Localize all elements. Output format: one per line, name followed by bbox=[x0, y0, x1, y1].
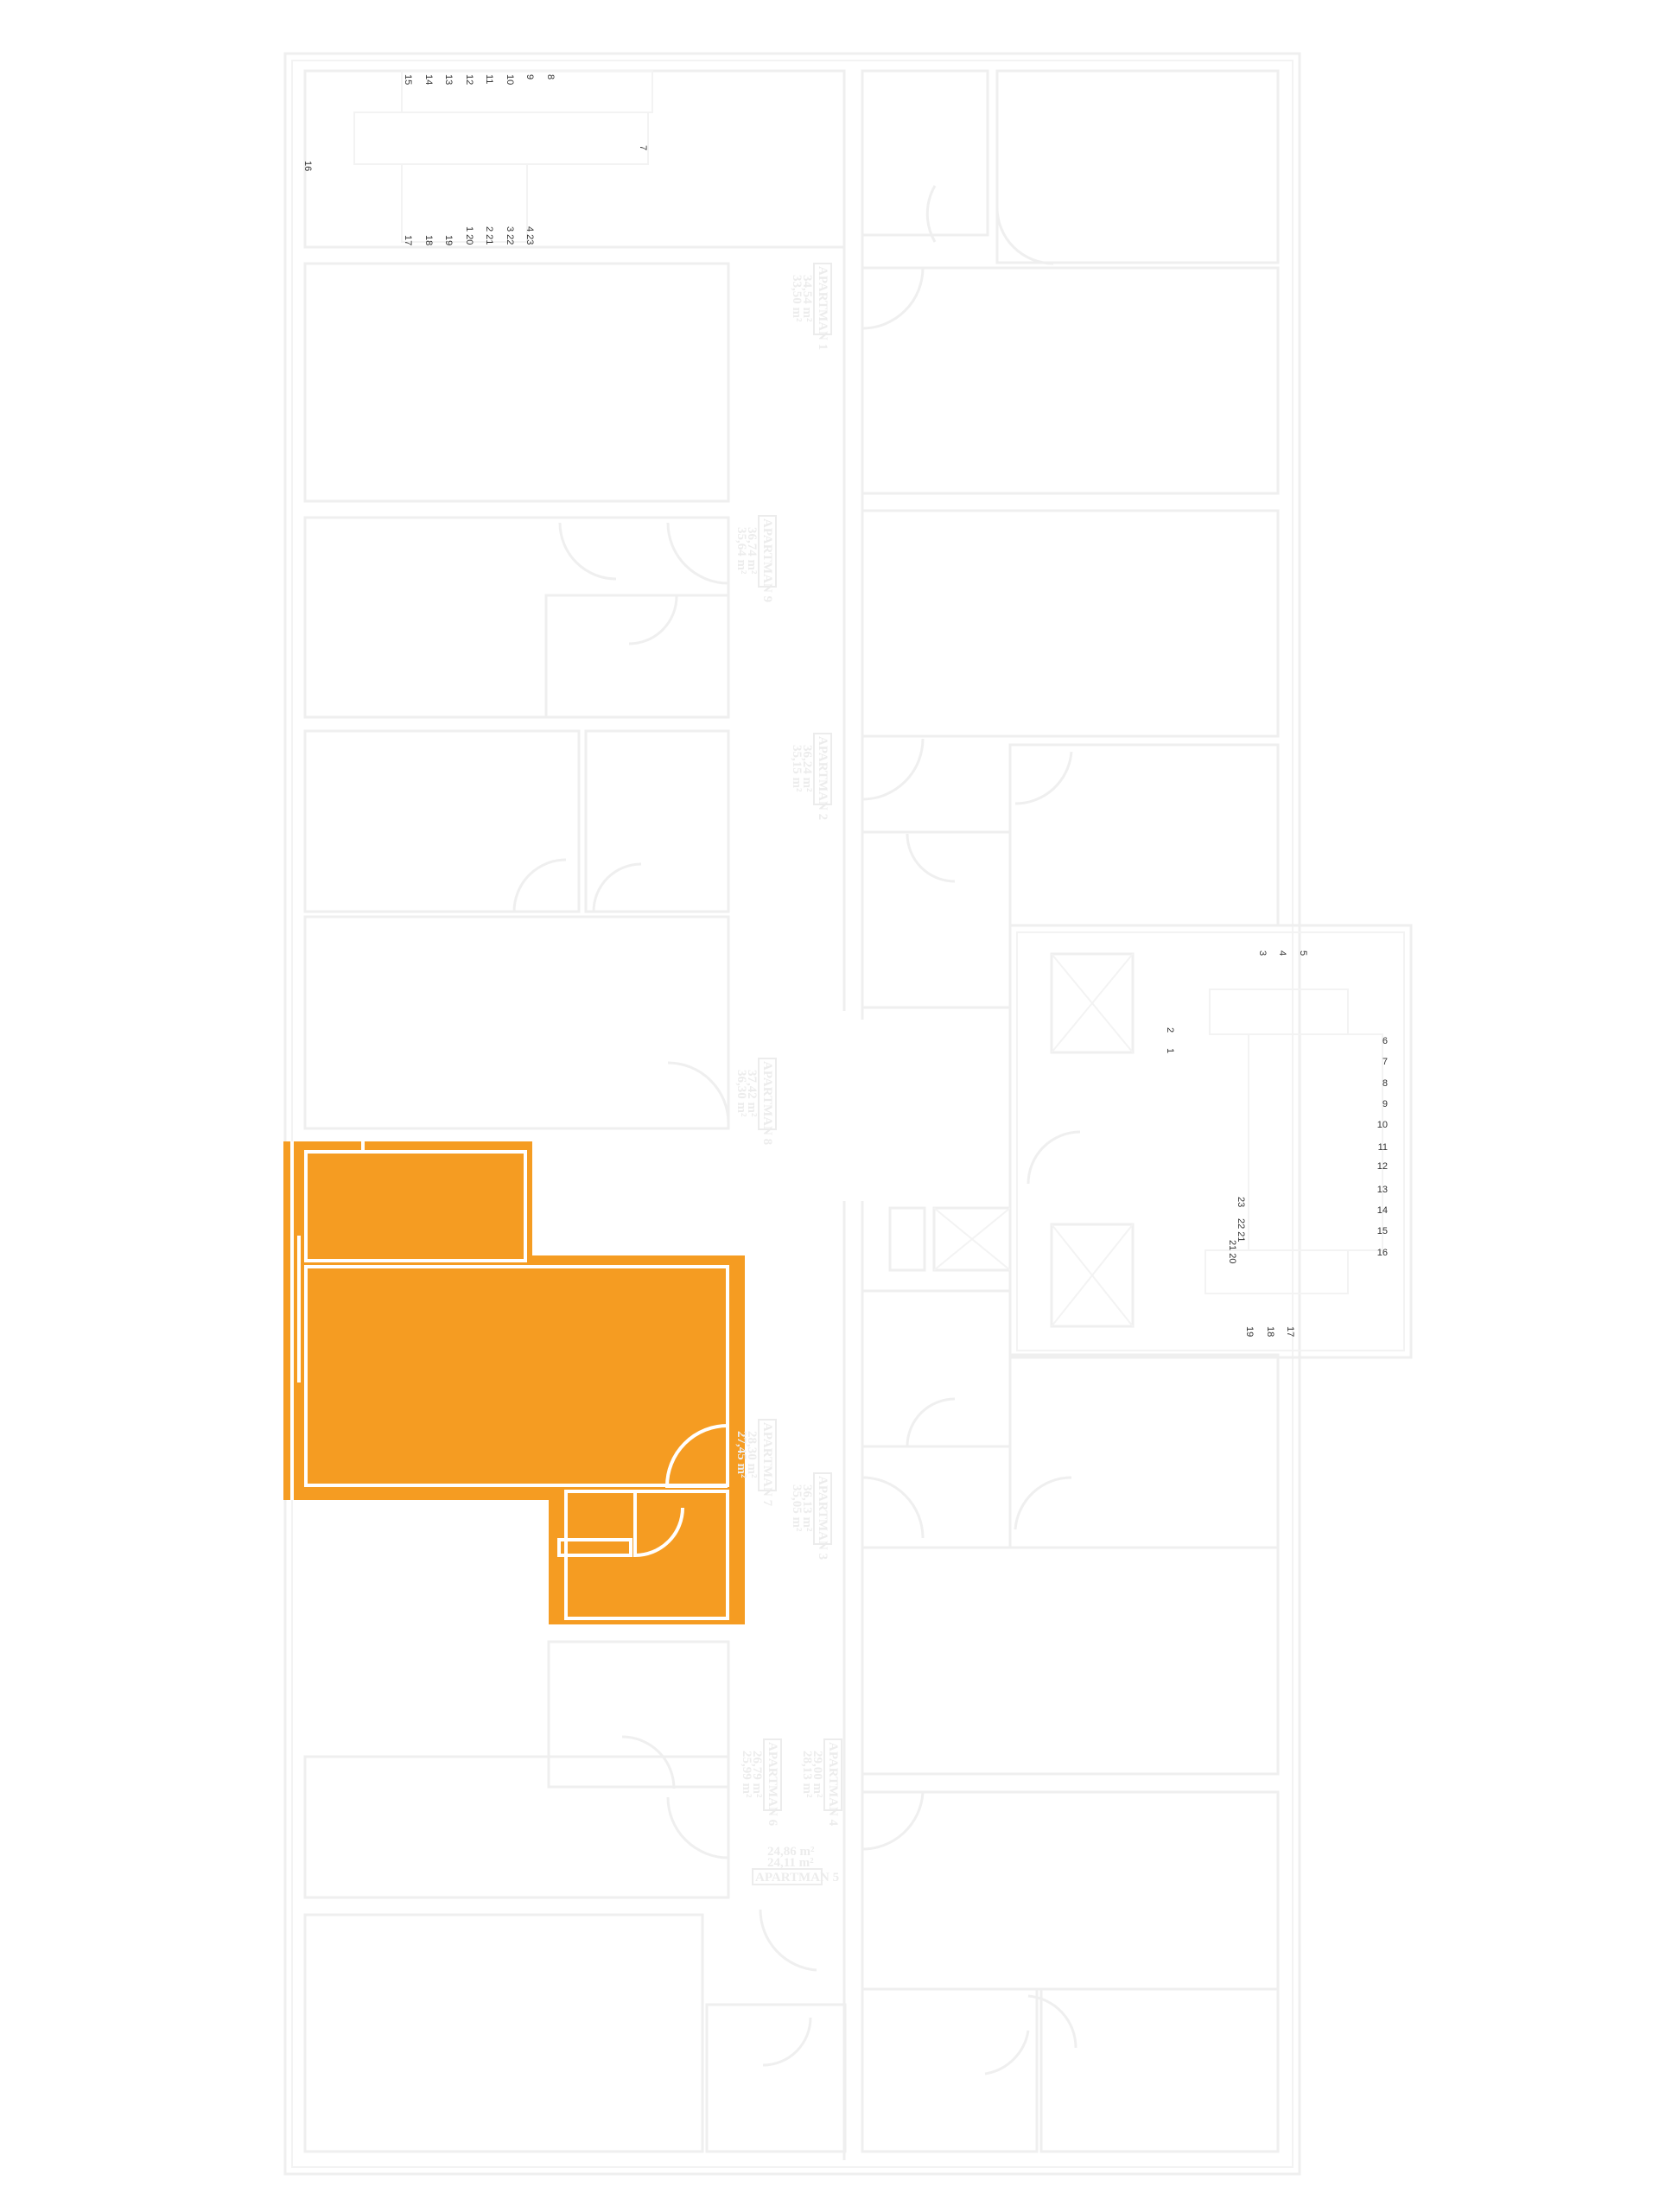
highlighted-apartment[interactable] bbox=[283, 1141, 745, 1624]
stair-step-number: 3 bbox=[1257, 950, 1268, 956]
apartment-label-box bbox=[758, 1419, 777, 1491]
apartment-name: APARTMAN 8 bbox=[760, 1061, 774, 1145]
stairs-right bbox=[1205, 988, 1383, 1294]
apartment-name: APARTMAN 3 bbox=[816, 1476, 830, 1560]
stair-step-number: 17 bbox=[1285, 1326, 1295, 1337]
apartment-area-net: 33,50 m² bbox=[790, 275, 804, 322]
apartment-area-gross: 28,30 m² bbox=[745, 1431, 759, 1478]
apartment-label-box bbox=[823, 1738, 842, 1811]
stair-step-number: 3 22 bbox=[505, 226, 515, 245]
apartment-7-fill[interactable] bbox=[283, 1141, 745, 1624]
stair-step-number: 15 bbox=[403, 74, 413, 85]
apartment-area-gross: 36,74 m² bbox=[745, 527, 759, 575]
apartment-label-box bbox=[758, 1058, 777, 1130]
apartment-area-gross: 24,86 m² bbox=[767, 1845, 815, 1859]
apartment-name: APARTMAN 1 bbox=[816, 266, 830, 350]
building-walls bbox=[283, 52, 1413, 2176]
stair-step-number: 2 21 bbox=[484, 226, 494, 245]
apartment-area-net: 25,99 m² bbox=[740, 1751, 753, 1798]
apartment-name: APARTMAN 6 bbox=[766, 1742, 779, 1827]
stair-step-number: 10 bbox=[1377, 1120, 1388, 1130]
stair-step-number: 19 bbox=[1244, 1326, 1255, 1337]
apartment-area-net: 28,13 m² bbox=[800, 1751, 814, 1798]
stair-step-number: 4 bbox=[1277, 950, 1287, 956]
stair-step-number: 1 bbox=[1165, 1048, 1175, 1053]
apartment-label-box bbox=[752, 1868, 823, 1885]
stair-step-number: 14 bbox=[1377, 1205, 1388, 1216]
apartment-name: APARTMAN 4 bbox=[826, 1742, 840, 1827]
apartment-area-gross: 36,24 m² bbox=[800, 745, 814, 792]
apartment-area-net: 36,30 m² bbox=[734, 1070, 748, 1117]
stair-step-number: 18 bbox=[1265, 1326, 1275, 1337]
stair-step-number: 12 bbox=[464, 74, 474, 85]
stairs-left bbox=[353, 70, 653, 243]
stair-step-number: 22 21 bbox=[1236, 1218, 1246, 1243]
apartment-area-net: 35,15 m² bbox=[790, 745, 804, 792]
stair-step-number: 19 bbox=[443, 235, 454, 245]
stair-step-number: 9 bbox=[524, 74, 535, 79]
stair-step-number: 14 bbox=[423, 74, 434, 85]
stair-step-number: 12 bbox=[1377, 1161, 1388, 1172]
apartment-area-net: 27,45 m² bbox=[734, 1431, 748, 1478]
stair-step-number: 7 bbox=[638, 145, 648, 150]
apartment-label-box bbox=[813, 1472, 832, 1545]
stair-step-number: 1 20 bbox=[464, 226, 474, 245]
stair-step-number: 5 bbox=[1298, 950, 1308, 956]
apartment-name: APARTMAN 5 bbox=[755, 1871, 839, 1885]
stair-step-number: 13 bbox=[443, 74, 454, 85]
stair-step-number: 15 bbox=[1377, 1226, 1388, 1236]
apartment-label-box bbox=[813, 263, 832, 335]
apartment-area-net: 24,11 m² bbox=[767, 1856, 814, 1870]
stair-step-number: 13 bbox=[1377, 1185, 1388, 1195]
stair-step-number: 11 bbox=[1378, 1142, 1388, 1153]
stair-step-number: 9 bbox=[1382, 1099, 1388, 1109]
stair-step-number: 6 bbox=[1382, 1036, 1388, 1046]
apartment-area-gross: 29,00 m² bbox=[810, 1751, 824, 1798]
stair-step-number: 17 bbox=[403, 235, 413, 245]
doors bbox=[512, 185, 1081, 2075]
stair-step-number: 16 bbox=[302, 161, 313, 171]
apartment-area-gross: 26,79 m² bbox=[750, 1751, 764, 1798]
apartment-name: APARTMAN 2 bbox=[816, 736, 830, 820]
apartment-area-gross: 37,42 m² bbox=[745, 1070, 759, 1117]
apartment-area-gross: 34,54 m² bbox=[800, 275, 814, 322]
stair-step-number: 7 bbox=[1382, 1057, 1388, 1067]
apartment-label-box bbox=[758, 515, 777, 588]
apartment-label-box bbox=[763, 1738, 782, 1811]
stair-step-number: 2 bbox=[1165, 1027, 1175, 1033]
elevators bbox=[888, 952, 1135, 1328]
apartment-name: APARTMAN 9 bbox=[760, 518, 774, 602]
apartment-area-net: 35,05 m² bbox=[790, 1484, 804, 1532]
stair-step-number: 8 bbox=[545, 74, 556, 79]
apartment-area-net: 35,64 m² bbox=[734, 527, 748, 575]
apartment-label-box bbox=[813, 733, 832, 805]
stair-step-number: 16 bbox=[1377, 1248, 1388, 1258]
stair-step-number: 11 bbox=[484, 74, 494, 84]
rooms-right bbox=[861, 69, 1280, 2153]
stair-step-number: 8 bbox=[1382, 1078, 1388, 1089]
apartment-name: APARTMAN 7 bbox=[760, 1422, 774, 1507]
stair-step-number: 10 bbox=[505, 74, 515, 85]
stair-step-number: 18 bbox=[423, 235, 434, 245]
stair-step-number: 23 bbox=[1236, 1197, 1246, 1207]
apartment-area-gross: 36,13 m² bbox=[800, 1484, 814, 1532]
stair-step-number: 4 23 bbox=[524, 226, 535, 245]
stair-step-number: 21 20 bbox=[1227, 1240, 1237, 1264]
